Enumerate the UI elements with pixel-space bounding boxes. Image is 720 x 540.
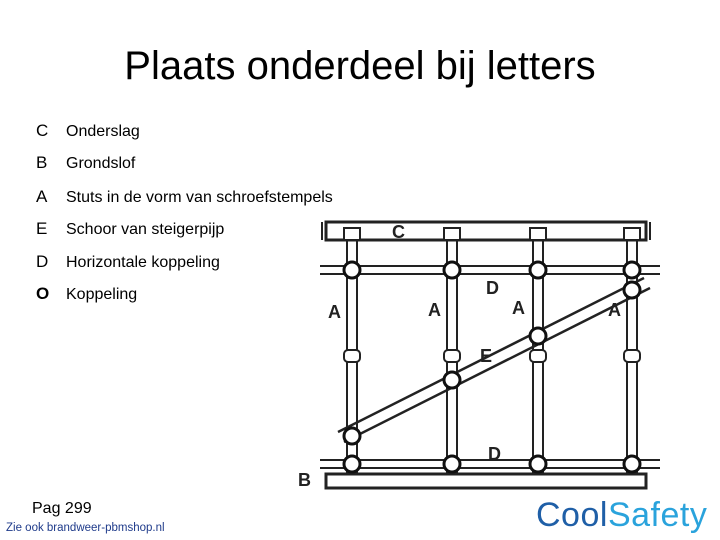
- brand-word-1: Cool: [536, 496, 608, 534]
- legend-letter: C: [36, 121, 49, 140]
- legend-item-b: B Grondslof: [36, 152, 135, 174]
- legend-text: Schoor van steigerpijp: [66, 221, 225, 238]
- prop-heads: [343, 227, 641, 241]
- label-a: A: [608, 300, 621, 320]
- label-d: D: [486, 278, 499, 298]
- mid-couplers: [343, 349, 641, 363]
- legend-letter: O: [36, 284, 50, 303]
- legend-text: Grondslof: [66, 155, 136, 172]
- legend-text: Koppeling: [66, 286, 138, 303]
- diagonal-brace: [337, 276, 651, 444]
- bottom-beam: [324, 472, 648, 490]
- brand-word-2: Safety: [607, 496, 708, 534]
- horizontal-tubes: [320, 265, 660, 469]
- coupler-rings: [342, 260, 642, 474]
- label-c: C: [392, 222, 405, 242]
- legend-item-e: E Schoor van steigerpijp: [36, 218, 224, 240]
- label-b: B: [298, 470, 311, 490]
- legend-letter: B: [36, 153, 48, 172]
- coolsafety-logo: CoolSafety: [536, 496, 707, 535]
- page-reference: Pag 299: [32, 500, 92, 517]
- label-a: A: [512, 298, 525, 318]
- website-reference[interactable]: Zie ook brandweer-pbmshop.nl: [6, 522, 165, 534]
- label-a: A: [428, 300, 441, 320]
- slide-title: Plaats onderdeel bij letters: [124, 44, 596, 88]
- top-beam: [321, 220, 651, 242]
- label-e: E: [480, 346, 492, 366]
- legend-letter: E: [36, 219, 48, 238]
- legend-item-c: C Onderslag: [36, 120, 140, 142]
- scaffolding-diagram: C A A A A D E D B: [298, 220, 660, 490]
- legend-item-o: O Koppeling: [36, 283, 137, 305]
- legend-letter: D: [36, 252, 49, 271]
- legend-item-a: A Stuts in de vorm van schroefstempels: [36, 186, 333, 208]
- legend-text: Horizontale koppeling: [66, 254, 220, 271]
- label-d: D: [488, 444, 501, 464]
- legend-letter: A: [36, 187, 48, 206]
- label-a: A: [328, 302, 341, 322]
- legend-text: Stuts in de vorm van schroefstempels: [66, 189, 333, 206]
- legend-text: Onderslag: [66, 123, 140, 140]
- legend-item-d: D Horizontale koppeling: [36, 251, 220, 273]
